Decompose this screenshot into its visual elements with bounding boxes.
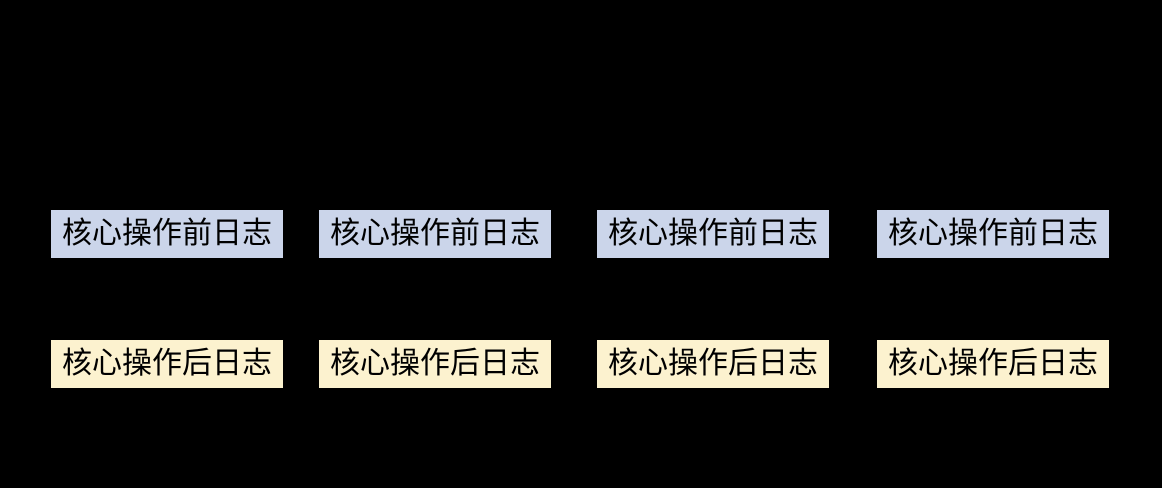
post-log-box-3: 核心操作后日志 <box>597 340 829 388</box>
post-log-box-2: 核心操作后日志 <box>319 340 551 388</box>
pre-log-box-1: 核心操作前日志 <box>51 210 283 258</box>
pre-log-box-4: 核心操作前日志 <box>877 210 1109 258</box>
post-log-box-1: 核心操作后日志 <box>51 340 283 388</box>
pre-log-box-3: 核心操作前日志 <box>597 210 829 258</box>
post-log-box-4: 核心操作后日志 <box>877 340 1109 388</box>
pre-log-box-2: 核心操作前日志 <box>319 210 551 258</box>
